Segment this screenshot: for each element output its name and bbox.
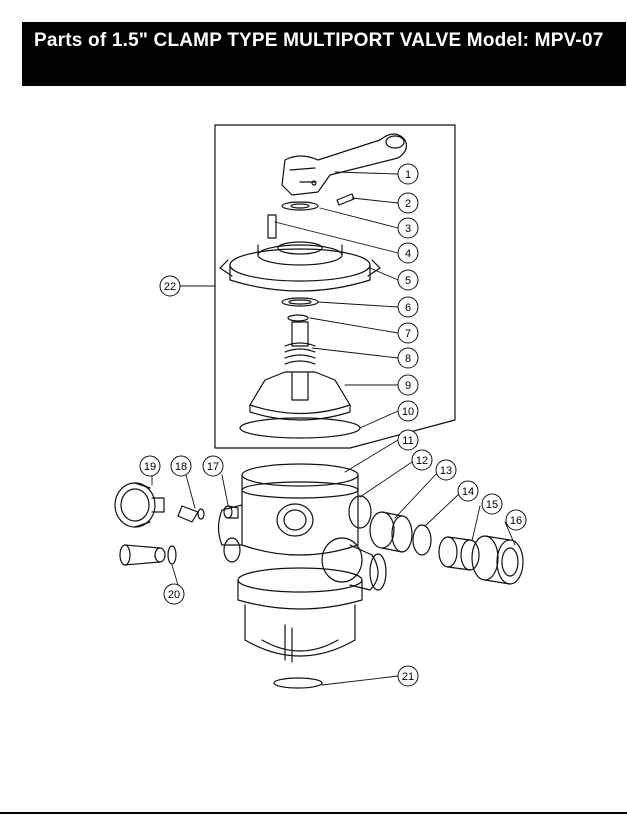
- svg-text:7: 7: [405, 328, 411, 340]
- callout-4: 4: [397, 242, 419, 264]
- svg-text:22: 22: [164, 281, 176, 293]
- callout-16: 16: [505, 509, 527, 531]
- adapter-20-part: [119, 544, 177, 566]
- svg-text:9: 9: [405, 380, 411, 392]
- o-ring-7-part: [287, 314, 309, 322]
- o-ring-6-part: [281, 297, 319, 307]
- rotor-part: [249, 371, 351, 421]
- callout-14: 14: [457, 480, 479, 502]
- callout-17: 17: [202, 455, 224, 477]
- svg-text:1: 1: [405, 169, 411, 181]
- bottom-divider: [0, 812, 627, 814]
- screw-part: [267, 214, 277, 239]
- svg-text:11: 11: [402, 435, 413, 447]
- svg-text:17: 17: [207, 461, 219, 473]
- svg-text:20: 20: [168, 589, 180, 601]
- tail-15-part: [438, 536, 480, 571]
- callout-21: 21: [397, 665, 419, 687]
- svg-text:15: 15: [486, 499, 498, 511]
- callout-18: 18: [170, 455, 192, 477]
- callout-12: 12: [411, 449, 433, 471]
- callout-10: 10: [397, 400, 419, 422]
- pin-part: [336, 193, 355, 206]
- callout-3: 3: [397, 217, 419, 239]
- svg-text:2: 2: [405, 198, 411, 210]
- callout-15: 15: [481, 493, 503, 515]
- callout-11: 11: [397, 429, 419, 451]
- svg-text:5: 5: [405, 275, 411, 287]
- callout-5: 5: [397, 269, 419, 291]
- callout-1: 1: [397, 163, 419, 185]
- callout-20: 20: [163, 583, 185, 605]
- svg-text:4: 4: [405, 248, 411, 260]
- callout-13: 13: [435, 459, 457, 481]
- callout-7: 7: [397, 322, 419, 344]
- svg-text:10: 10: [402, 406, 414, 418]
- gasket-part: [239, 417, 361, 439]
- union-13-part: [369, 511, 413, 553]
- callout-22: 22: [159, 275, 181, 297]
- svg-text:8: 8: [405, 353, 411, 365]
- svg-text:14: 14: [462, 486, 474, 498]
- spring-part: [284, 321, 316, 365]
- o-ring-12-part: [348, 495, 372, 529]
- o-ring-21-part: [273, 677, 323, 689]
- handle-part: [281, 133, 408, 196]
- callout-6: 6: [397, 296, 419, 318]
- page-title: Parts of 1.5" CLAMP TYPE MULTIPORT VALVE…: [34, 30, 604, 51]
- svg-text:3: 3: [405, 223, 411, 235]
- callout-9: 9: [397, 374, 419, 396]
- gauge-19-part: [114, 482, 165, 528]
- callout-2: 2: [397, 192, 419, 214]
- callout-19: 19: [139, 455, 161, 477]
- callout-8: 8: [397, 347, 419, 369]
- svg-text:19: 19: [144, 461, 156, 473]
- svg-text:16: 16: [510, 515, 522, 527]
- plug-17-part: [223, 505, 239, 519]
- page-header: Parts of 1.5" CLAMP TYPE MULTIPORT VALVE…: [22, 22, 626, 86]
- svg-text:13: 13: [440, 465, 452, 477]
- drain-18-part: [177, 505, 205, 523]
- washer-part: [281, 201, 319, 211]
- svg-text:12: 12: [416, 455, 428, 467]
- valve-cover-part: [219, 241, 381, 292]
- union-16-part: [471, 535, 524, 585]
- svg-text:6: 6: [405, 302, 411, 314]
- svg-text:21: 21: [402, 671, 414, 683]
- o-ring-14-part: [412, 524, 432, 556]
- svg-text:18: 18: [175, 461, 187, 473]
- valve-body-part: [217, 463, 387, 663]
